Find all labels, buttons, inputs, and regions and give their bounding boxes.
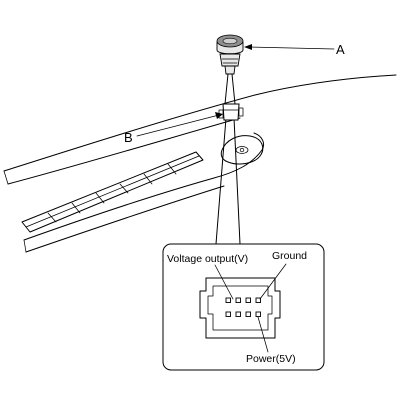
power-leader [257, 316, 269, 353]
ground-leader [259, 263, 287, 300]
connector-detail-box: Voltage output(V) Ground Power(5V) [162, 243, 325, 371]
label-a: A [336, 42, 345, 57]
sensor-a [216, 34, 244, 75]
connector-pin [235, 311, 241, 317]
voltage-output-leader [214, 264, 234, 300]
leader-a [244, 44, 335, 50]
label-b: B [124, 130, 133, 145]
dashboard-panel [3, 74, 397, 253]
connector-clip-b [218, 103, 244, 121]
connector-pin [255, 297, 261, 303]
ground-label: Ground [272, 250, 307, 262]
connector-pin [225, 311, 231, 317]
connector-pin [245, 311, 251, 317]
connector-pin [255, 311, 261, 317]
leader-b [136, 112, 223, 137]
connector-inner-wall [207, 285, 273, 331]
defroster-vent [21, 151, 204, 233]
connector-pin [245, 297, 251, 303]
connector-pin [235, 297, 241, 303]
connector-housing [199, 277, 281, 339]
voltage-output-label: Voltage output(V) [167, 253, 248, 265]
sensor-harness-wire [215, 73, 241, 245]
connector-pin [225, 297, 231, 303]
sensor-mount-recess [220, 135, 264, 165]
power-label: Power(5V) [246, 353, 296, 365]
